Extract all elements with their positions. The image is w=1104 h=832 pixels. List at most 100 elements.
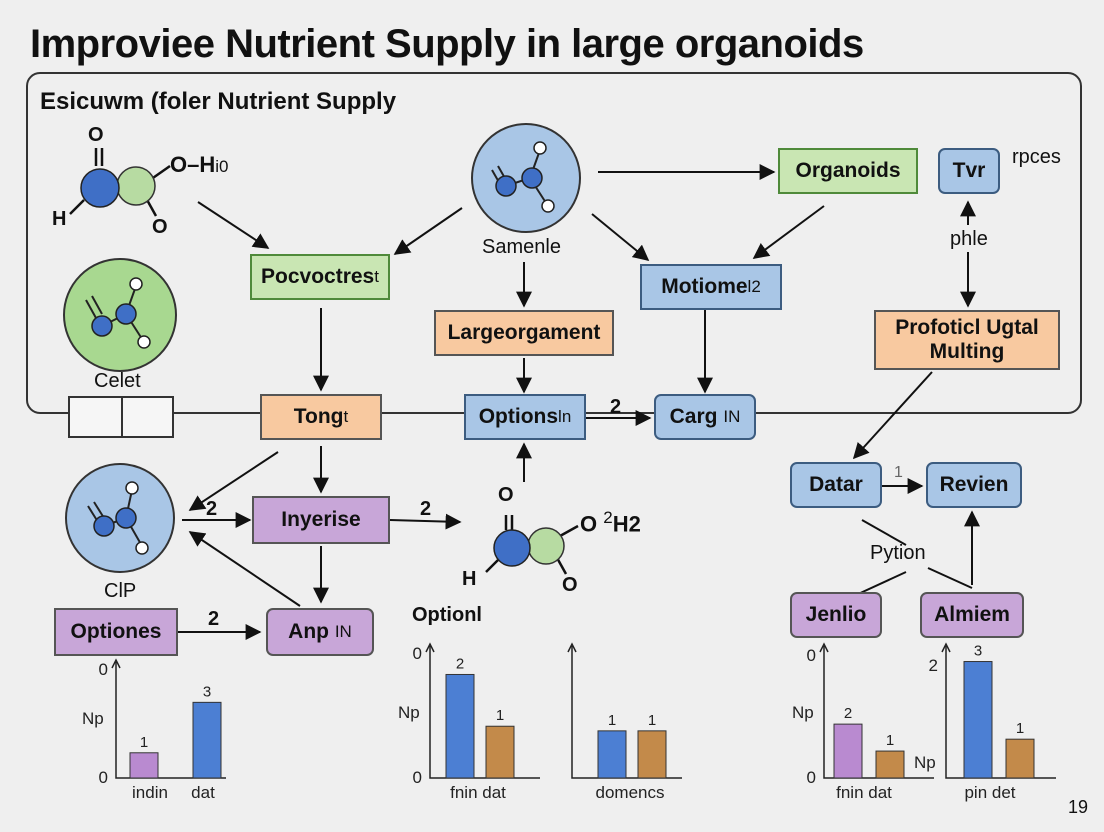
chart-4-axis — [945, 646, 1056, 779]
pytion-label: Pytion — [870, 542, 926, 564]
cross-line-1 — [861, 519, 907, 546]
molecule-1-icon — [69, 148, 171, 217]
m1-hydrogen: H — [52, 208, 67, 230]
arrow-mol1-to-pocvoctres — [197, 201, 270, 249]
chart-0-axis-arrow — [111, 658, 121, 669]
chart-0-data-label-1: 3 — [203, 683, 211, 700]
chart-2-axis-arrow — [567, 642, 577, 653]
edge-label-clp-inyerise: 2 — [206, 498, 218, 520]
node-profotic[interactable]: Profoticl Ugtal Multing — [874, 310, 1060, 370]
clp-label: ClP — [104, 580, 137, 602]
node-anp[interactable]: Anp IN — [266, 608, 374, 656]
m2-oxygen-h2: O 2H2 — [580, 508, 641, 537]
m2-oxygen-bottom: O — [562, 574, 578, 596]
m2-hydrogen: H — [462, 568, 477, 590]
chart-4-data-label-0: 3 — [974, 643, 982, 660]
chart-2-bar-1 — [637, 730, 667, 779]
chart-4-axis-arrow — [941, 642, 951, 653]
chart-3-bar-0 — [833, 723, 863, 779]
split-divider — [121, 398, 123, 436]
cross-line-3 — [927, 567, 973, 589]
phle-label: phle — [950, 228, 988, 250]
node-revien[interactable]: Revien — [926, 462, 1022, 508]
chart-1-data-label-1: 1 — [496, 707, 504, 724]
frame-subtitle: Esicuwm (foler Nutrient Supply — [40, 88, 397, 115]
edge-label-options-carg: 2 — [610, 396, 622, 418]
node-optiones[interactable]: Optiones — [54, 608, 178, 656]
chart-4-data-label-1: 1 — [1016, 720, 1024, 737]
edge-label-datar-revien: 1 — [894, 464, 903, 481]
optionl-label: Optionl — [412, 604, 482, 626]
node-carg[interactable]: Carg IN — [654, 394, 756, 440]
chart-0-category-0: indin — [132, 783, 168, 802]
arrow-inyerise-to-mol2 — [389, 513, 462, 530]
node-jenlio[interactable]: Jenlio — [790, 592, 882, 638]
chart-2-bar-0 — [597, 730, 627, 779]
celet-split-box[interactable] — [68, 396, 174, 438]
node-largeorgament[interactable]: Largeorgament — [434, 310, 614, 356]
chart-1-axis-arrow — [425, 642, 435, 653]
chart-1-data-label-0: 2 — [456, 655, 464, 672]
chart-3-axis-arrow — [819, 642, 829, 653]
arrow-samenle-to-motiome — [591, 213, 650, 262]
arrow-samenle-to-pocvoctres — [393, 207, 463, 255]
arrow-anp-to-clp — [188, 531, 301, 607]
clp-molecule-icon — [65, 463, 175, 573]
samenle-label: Samenle — [482, 236, 561, 258]
edge-label-inyerise-mol: 2 — [420, 498, 432, 520]
chart-3-data-label-0: 2 — [844, 705, 852, 722]
chart-0-axis — [115, 662, 226, 779]
samenle-molecule-icon — [471, 123, 581, 233]
arrow-tong-to-clp — [188, 451, 279, 511]
edge-label-optiones-anp: 2 — [208, 608, 220, 630]
rpces-label: rpces — [1012, 146, 1061, 168]
node-inyerise[interactable]: Inyerise — [252, 496, 390, 544]
chart-2-data-label-1: 1 — [648, 712, 656, 729]
celet-molecule-icon — [63, 258, 177, 372]
chart-0-bar-0 — [129, 752, 159, 779]
chart-1-y-tick-0: 0 — [413, 644, 422, 663]
chart-0-category-1: dat — [191, 783, 215, 802]
cross-line-2 — [855, 571, 907, 596]
page-number: 19 — [1067, 797, 1088, 817]
chart-3-category-0: fnin dat — [836, 783, 892, 802]
page-title: Improviee Nutrient Supply in large organ… — [30, 22, 864, 66]
chart-0-ylabel: Np — [82, 709, 104, 728]
chart-0-data-label-0: 1 — [140, 734, 148, 751]
chart-0-bar-1 — [192, 701, 222, 779]
chart-1-y-tick-1: 0 — [413, 768, 422, 787]
chart-3-bar-1 — [875, 750, 905, 779]
node-datar[interactable]: Datar — [790, 462, 882, 508]
node-organoids[interactable]: Organoids — [778, 148, 918, 194]
m1-oxygen-hydroxyl: O–Hi0 — [170, 152, 229, 177]
molecule-2-icon — [485, 515, 579, 575]
m2-oxygen-top: O — [498, 484, 514, 506]
chart-4-y-tick-0: 2 — [929, 656, 938, 675]
chart-1-ylabel: Np — [398, 703, 420, 722]
node-almiem[interactable]: Almiem — [920, 592, 1024, 638]
chart-0-y-tick-0: 0 — [99, 660, 108, 679]
chart-4-bar-0 — [963, 661, 993, 779]
m1-oxygen-top: O — [88, 124, 104, 146]
chart-4-bar-1 — [1005, 738, 1035, 779]
m1-oxygen-bottom: O — [152, 216, 168, 238]
chart-3-y-tick-0: 0 — [807, 646, 816, 665]
chart-1-category-0: fnin dat — [450, 783, 506, 802]
arrow-organoids-to-motiome — [752, 205, 825, 259]
chart-3-data-label-1: 1 — [886, 732, 894, 749]
chart-0-y-tick-1: 0 — [99, 768, 108, 787]
celet-label: Celet — [94, 370, 141, 392]
chart-4-category-0: pin det — [964, 783, 1015, 802]
chart-3-ylabel: Np — [792, 703, 814, 722]
chart-2-category-0: domencs — [596, 783, 665, 802]
chart-2-data-label-0: 1 — [608, 712, 616, 729]
node-tvr[interactable]: Tvr — [938, 148, 1000, 194]
chart-1-bar-0 — [445, 673, 475, 779]
chart-4-ylabel: Np — [914, 753, 936, 772]
